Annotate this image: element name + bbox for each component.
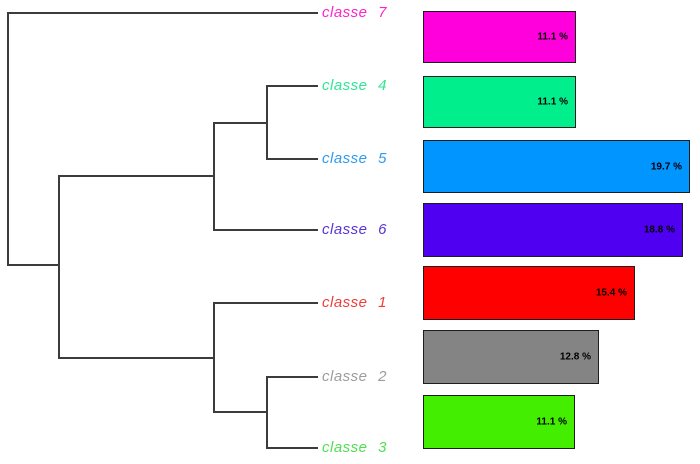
- percent-bar-classe-2: 12.8 %: [423, 330, 599, 384]
- tree-branch-horizontal-line: [8, 264, 59, 266]
- leaf-label-classe-5: classe 5: [322, 150, 388, 167]
- tree-branch-horizontal-line: [59, 357, 214, 359]
- bar-value-label: 11.1 %: [537, 96, 568, 108]
- percent-bar-classe-7: 11.1 %: [423, 11, 576, 63]
- tree-branch-horizontal-line: [267, 158, 318, 160]
- tree-branch-vertical-line: [213, 302, 215, 413]
- percent-bar-classe-6: 18.8 %: [423, 203, 683, 257]
- tree-branch-horizontal-line: [214, 411, 267, 413]
- tree-branch-vertical-line: [7, 12, 9, 266]
- percent-bar-classe-4: 11.1 %: [423, 76, 576, 128]
- tree-branch-horizontal-line: [8, 12, 318, 14]
- leaf-label-classe-3: classe 3: [322, 439, 388, 456]
- tree-branch-horizontal-line: [214, 122, 267, 124]
- tree-branch-vertical-line: [266, 85, 268, 160]
- tree-branch-horizontal-line: [267, 376, 318, 378]
- leaf-label-classe-1: classe 1: [322, 294, 388, 311]
- leaf-label-classe-7: classe 7: [322, 4, 388, 21]
- tree-branch-horizontal-line: [59, 175, 214, 177]
- bar-value-label: 18.8 %: [643, 224, 675, 236]
- tree-branch-vertical-line: [266, 376, 268, 449]
- bar-value-label: 15.4 %: [595, 287, 627, 299]
- tree-branch-horizontal-line: [214, 229, 318, 231]
- bar-value-label: 12.8 %: [559, 351, 591, 363]
- tree-branch-vertical-line: [213, 122, 215, 231]
- tree-branch-vertical-line: [58, 175, 60, 359]
- percent-bar-classe-5: 19.7 %: [423, 140, 690, 193]
- bar-value-label: 11.1 %: [537, 31, 568, 43]
- tree-branch-horizontal-line: [267, 85, 318, 87]
- leaf-label-classe-2: classe 2: [322, 368, 388, 385]
- tree-branch-horizontal-line: [214, 302, 318, 304]
- leaf-label-classe-6: classe 6: [322, 221, 388, 238]
- leaf-label-classe-4: classe 4: [322, 77, 388, 94]
- bar-value-label: 11.1 %: [536, 416, 567, 428]
- tree-branch-horizontal-line: [267, 447, 318, 449]
- bar-value-label: 19.7 %: [650, 161, 682, 172]
- percent-bar-classe-1: 15.4 %: [423, 266, 635, 320]
- percent-bar-classe-3: 11.1 %: [423, 395, 575, 449]
